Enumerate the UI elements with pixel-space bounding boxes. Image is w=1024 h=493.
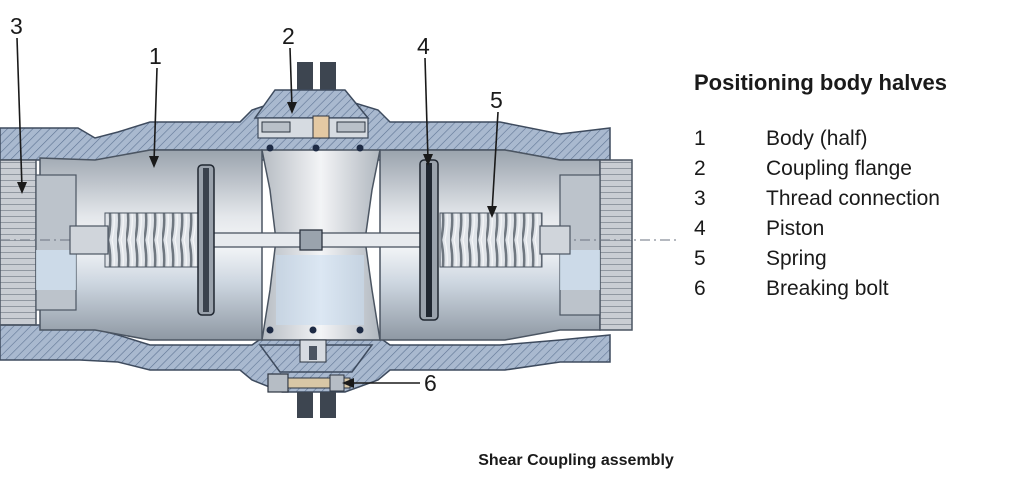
coupling-flange-top — [253, 62, 370, 152]
legend-item-body: 1 Body (half) — [694, 124, 1020, 154]
callout-leaders — [16, 37, 499, 384]
coupling-flange-bottom — [258, 326, 374, 418]
spring-right — [439, 212, 543, 268]
callout-1: 1 — [149, 43, 162, 69]
legend-number: 5 — [694, 247, 706, 270]
legend-item-piston: 4 Piston — [694, 214, 1020, 244]
piston-right — [419, 159, 439, 321]
legend-item-breaking-bolt: 6 Breaking bolt — [694, 274, 1020, 304]
breaking-bolt — [267, 373, 351, 393]
legend-item-spring: 5 Spring — [694, 244, 1020, 274]
legend-number: 6 — [694, 277, 706, 300]
legend-number: 4 — [694, 217, 706, 240]
legend-number: 3 — [694, 187, 706, 210]
callout-3: 3 — [10, 13, 23, 39]
callout-6: 6 — [424, 370, 437, 396]
legend-number: 1 — [694, 127, 706, 150]
thread-connection-right — [559, 159, 633, 331]
legend-label: Spring — [766, 247, 827, 270]
legend-label: Thread connection — [766, 187, 940, 210]
rod-coupler — [299, 229, 323, 251]
piston-left — [197, 164, 215, 316]
callout-arrowheads — [17, 102, 497, 388]
legend-item-thread-connection: 3 Thread connection — [694, 184, 1020, 214]
legend-label: Piston — [766, 217, 825, 240]
spring-guide-left — [69, 225, 109, 255]
legend-label: Body (half) — [766, 127, 868, 150]
callout-5: 5 — [490, 87, 503, 113]
callout-4: 4 — [417, 33, 430, 59]
legend-number: 2 — [694, 157, 706, 180]
spring-left — [104, 212, 214, 268]
thread-connection-left — [0, 159, 77, 326]
legend-item-coupling-flange: 2 Coupling flange — [694, 154, 1020, 184]
figure-caption: Shear Coupling assembly — [478, 452, 674, 469]
legend-label: Coupling flange — [766, 157, 912, 180]
shear-coupling-cutaway-diagram: 3 2 1 4 5 6 — [0, 13, 680, 418]
legend-title: Positioning body halves — [694, 70, 948, 95]
callout-2: 2 — [282, 23, 295, 49]
parts-legend: Positioning body halves 1 Body (half) 2 … — [694, 70, 1020, 304]
spring-guide-right — [539, 225, 571, 255]
legend-label: Breaking bolt — [766, 277, 889, 300]
